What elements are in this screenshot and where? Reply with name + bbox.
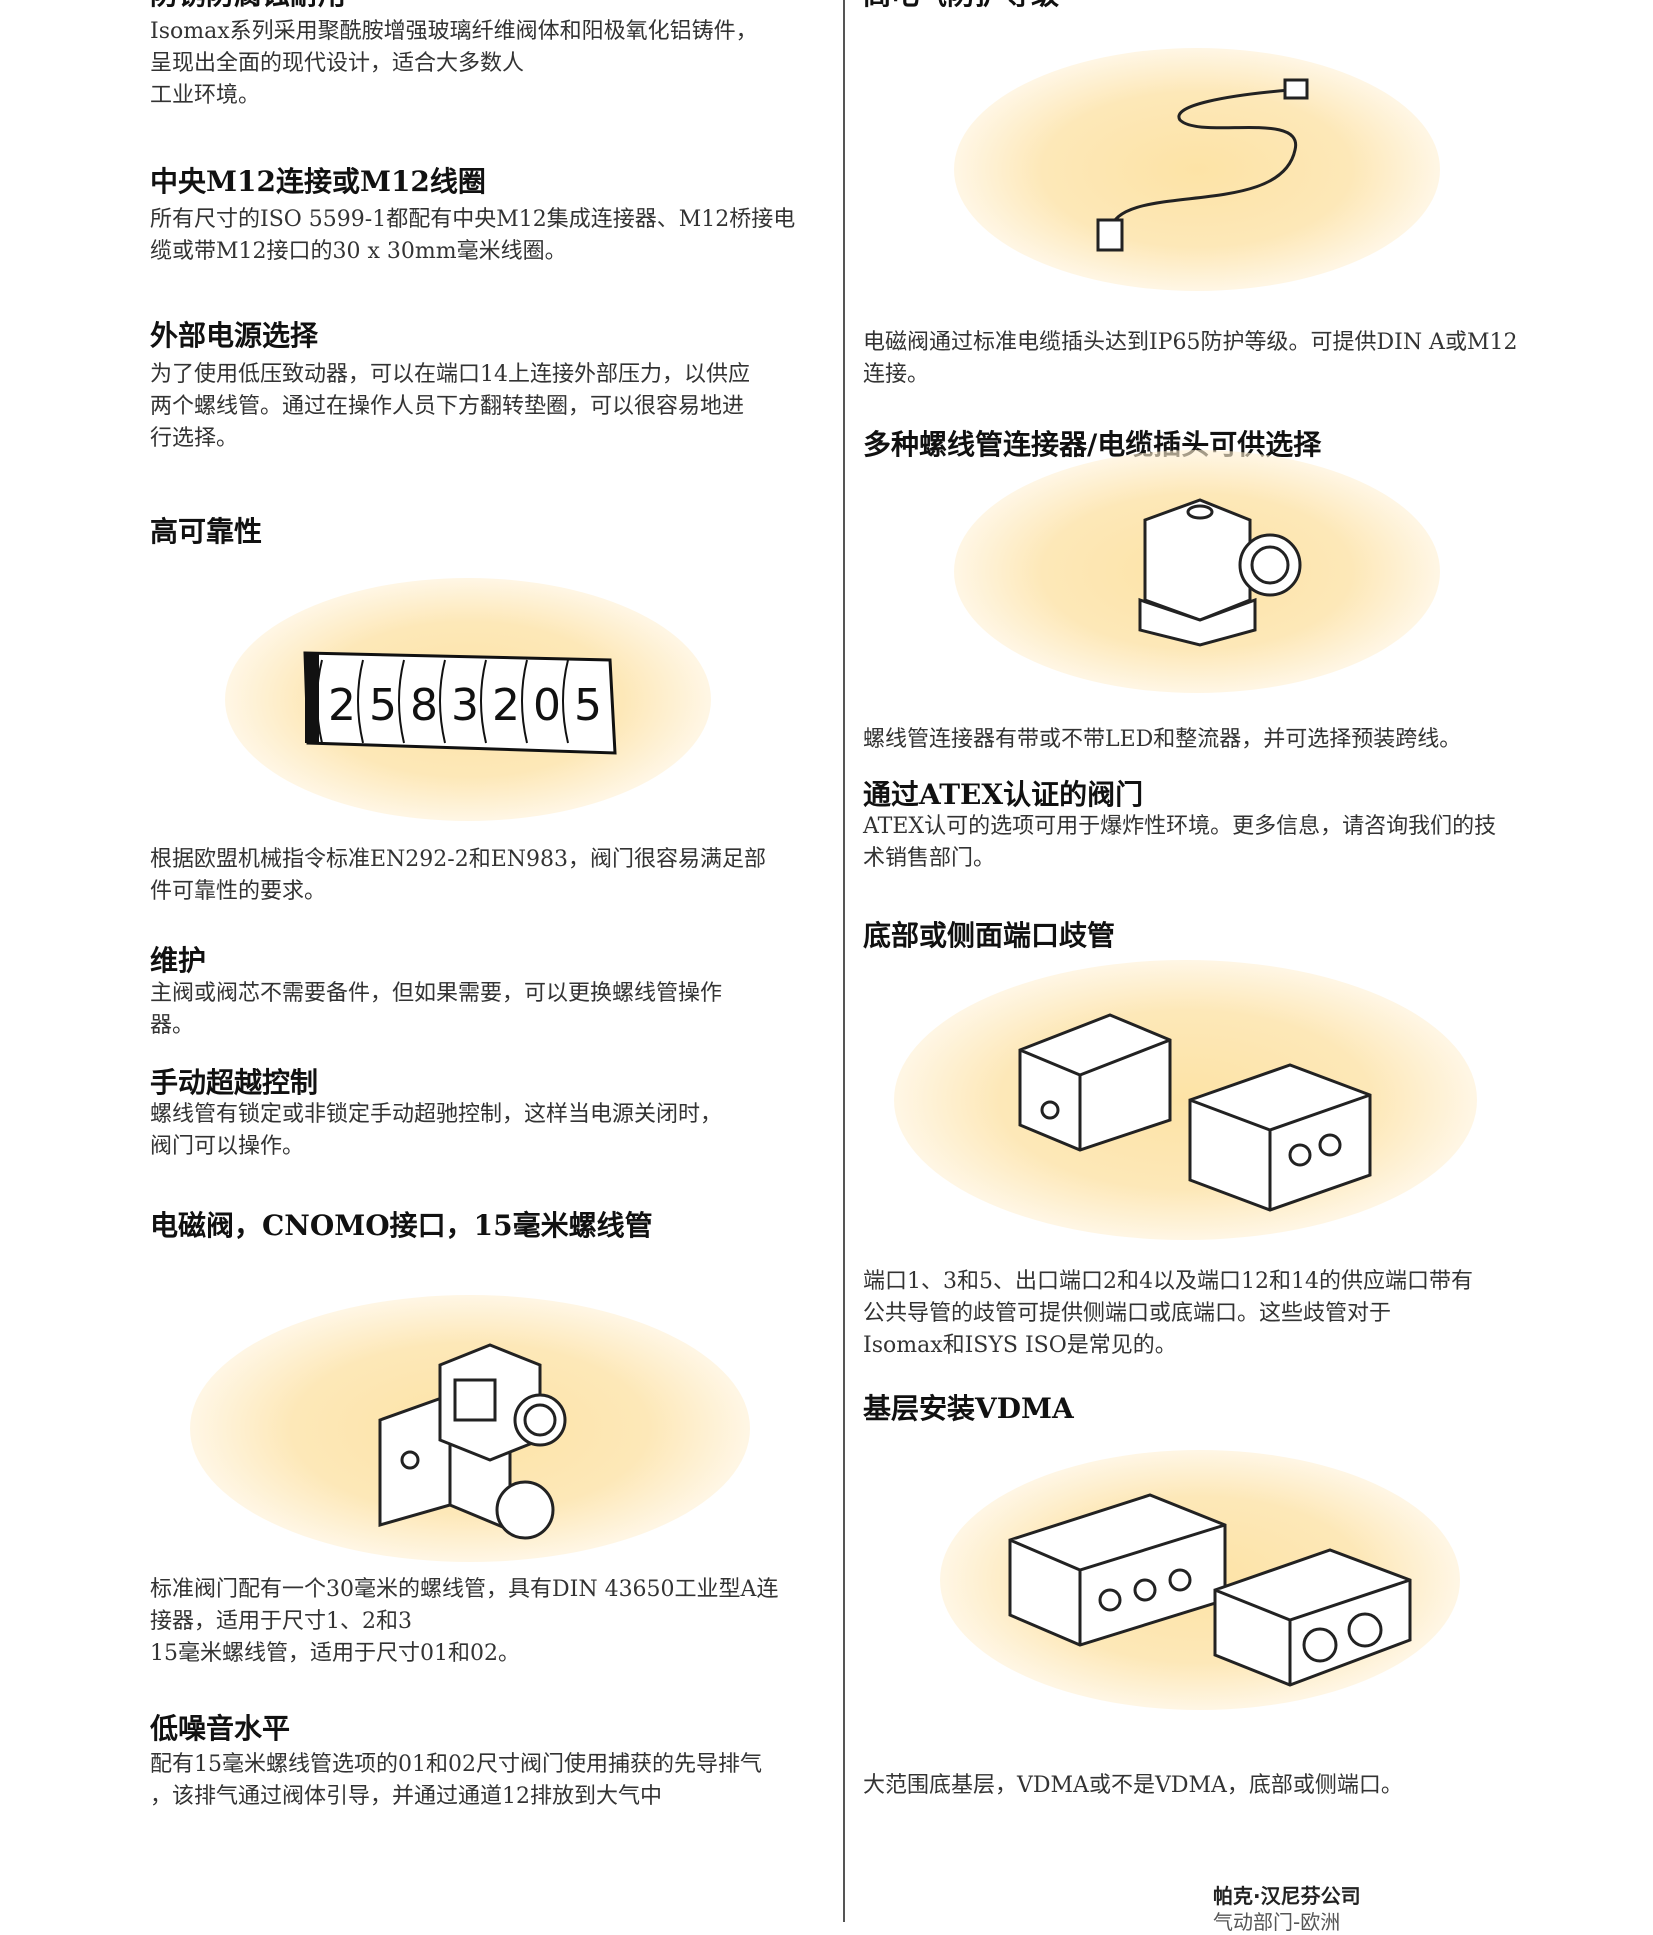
counter-digit: 5 bbox=[574, 680, 602, 731]
body-manifolds: 端口1、3和5、出口端口2和4以及端口12和14的供应端口带有 公共导管的歧管可… bbox=[863, 1269, 1473, 1358]
footer-division: 气动部门-欧洲 bbox=[1213, 1910, 1341, 1934]
heading-manifolds: 底部或侧面端口歧管 bbox=[863, 919, 1116, 952]
counter-wheel-edge bbox=[398, 659, 405, 744]
illustration-glow bbox=[954, 48, 1440, 291]
footer-company: 帕克·汉尼芬公司 bbox=[1213, 1884, 1361, 1908]
heading-atex: 通过ATEX认证的阀门 bbox=[863, 778, 1144, 811]
body-m12: 所有尺寸的ISO 5599-1都配有中央M12集成连接器、M12桥接电 缆或带M… bbox=[150, 207, 796, 264]
body-low-noise: 配有15毫米螺线管选项的01和02尺寸阀门使用捕获的先导排气 ，该排气通过阀体引… bbox=[150, 1752, 762, 1809]
heading-low-noise: 低噪音水平 bbox=[150, 1712, 291, 1745]
body-vdma: 大范围底基层，VDMA或不是VDMA，底部或侧端口。 bbox=[863, 1773, 1403, 1798]
counter-digit: 8 bbox=[410, 680, 438, 731]
body-ip65: 电磁阀通过标准电缆插头达到IP65防护等级。可提供DIN A或M12 连接。 bbox=[863, 330, 1518, 387]
body-maintenance: 主阀或阀芯不需要备件，但如果需要，可以更换螺线管操作 器。 bbox=[150, 981, 723, 1038]
counter-wheel-edge bbox=[316, 659, 323, 744]
counter-wheel-edge bbox=[480, 659, 487, 744]
body-external-supply: 为了使用低压致动器，可以在端口14上连接外部压力，以供应 两个螺线管。通过在操作… bbox=[150, 362, 750, 451]
cable-plug-illustration bbox=[1096, 78, 1309, 252]
subbase-illustration bbox=[1008, 1493, 1412, 1687]
counter-wheel-edge bbox=[521, 659, 528, 744]
illustration-glow bbox=[894, 960, 1477, 1240]
counter-digit: 2 bbox=[328, 680, 356, 731]
counter-wheel-edge bbox=[439, 659, 446, 744]
counter-digit: 2 bbox=[492, 680, 520, 731]
body-reliability: 根据欧盟机械指令标准EN292-2和EN983，阀门很容易满足部 件可靠性的要求… bbox=[150, 847, 767, 904]
body-manual-override: 螺线管有锁定或非锁定手动超驰控制，这样当电源关闭时， 阀门可以操作。 bbox=[150, 1102, 723, 1159]
heading-cnomo: 电磁阀，CNOMO接口，15毫米螺线管 bbox=[150, 1209, 653, 1242]
heading-corrosion: 防锈防腐蚀耐用 bbox=[150, 0, 346, 12]
solenoid-valve-illustration bbox=[378, 1343, 567, 1540]
body-connectors: 螺线管连接器有带或不带LED和整流器，并可选择预装跨线。 bbox=[863, 727, 1462, 752]
counter-wheel-edge bbox=[562, 659, 569, 744]
heading-maintenance: 维护 bbox=[150, 944, 207, 977]
heading-m12: 中央M12连接或M12线圈 bbox=[150, 165, 486, 198]
heading-manual-override: 手动超越控制 bbox=[150, 1066, 319, 1099]
connector-plug-illustration bbox=[1138, 498, 1302, 647]
counter-wheel-edge bbox=[357, 659, 364, 744]
heading-external-supply: 外部电源选择 bbox=[150, 319, 319, 352]
heading-reliability: 高可靠性 bbox=[150, 515, 263, 548]
counter-digit: 3 bbox=[451, 680, 479, 731]
heading-vdma: 基层安装VDMA bbox=[863, 1392, 1074, 1425]
counter-digit: 5 bbox=[369, 680, 397, 731]
body-cnomo: 标准阀门配有一个30毫米的螺线管，具有DIN 43650工业型A连 接器，适用于… bbox=[150, 1577, 779, 1666]
heading-ip65: 高电气防护等级 bbox=[863, 0, 1059, 12]
manifold-illustration bbox=[1018, 1013, 1372, 1212]
counter-digit: 0 bbox=[533, 680, 561, 731]
body-atex: ATEX认可的选项可用于爆炸性环境。更多信息，请咨询我们的技 术销售部门。 bbox=[863, 814, 1497, 871]
body-corrosion: Isomax系列采用聚酰胺增强玻璃纤维阀体和阳极氧化铝铸件， 呈现出全面的现代设… bbox=[150, 19, 758, 108]
column-divider bbox=[843, 0, 845, 1922]
